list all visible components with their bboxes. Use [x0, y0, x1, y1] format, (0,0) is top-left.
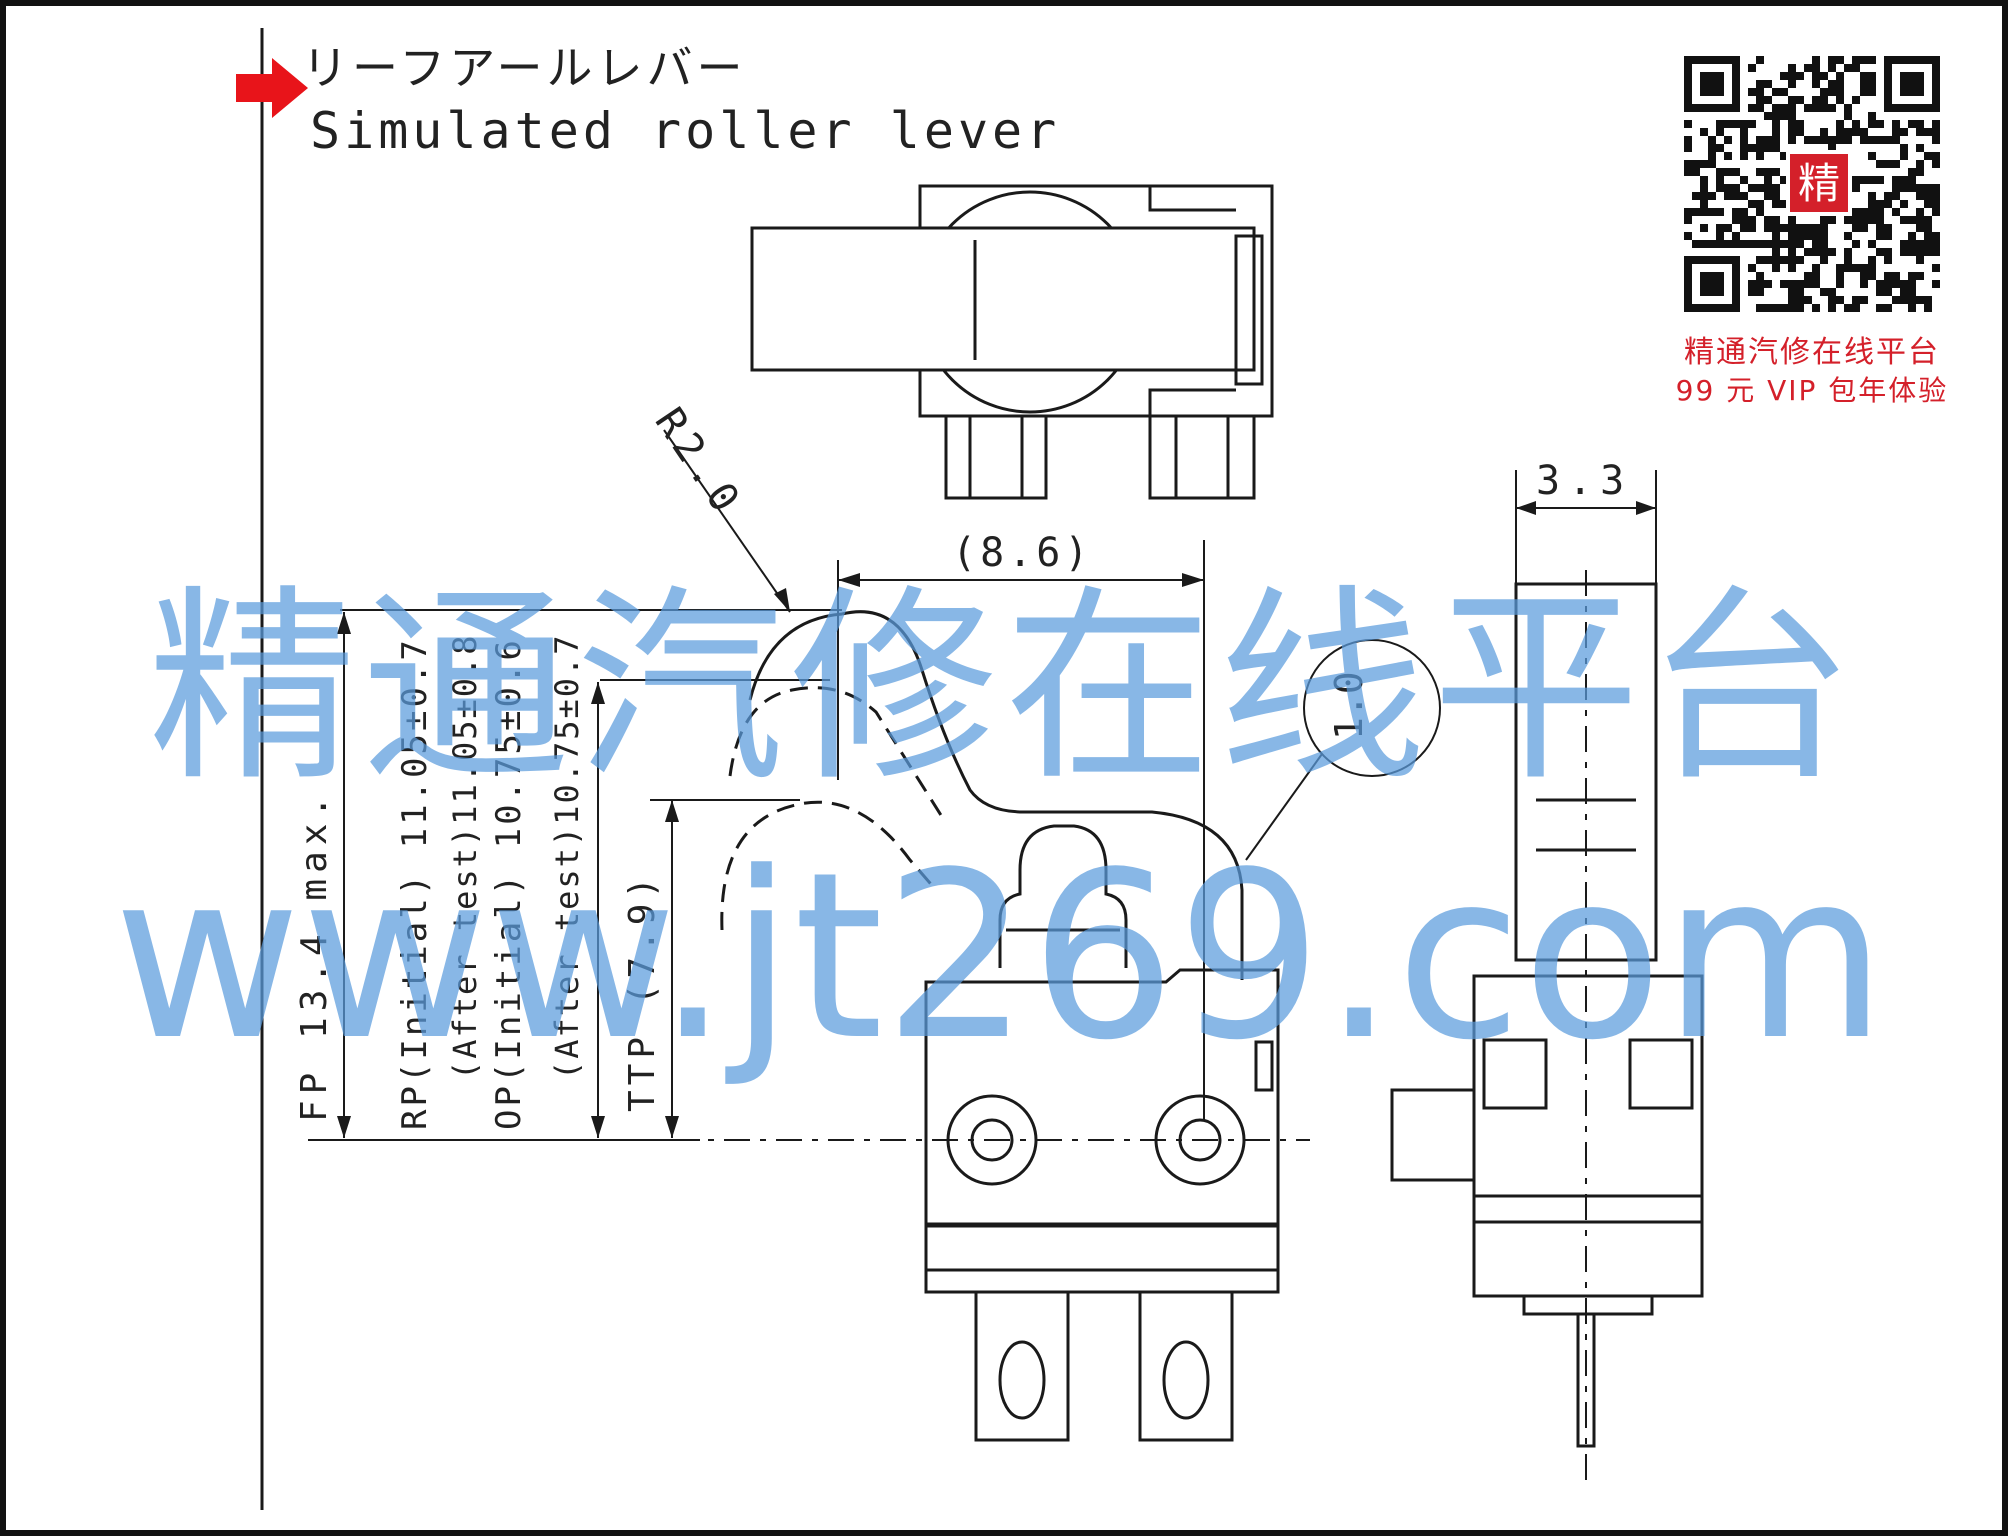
dim-rp-initial: RP(Initial) 11.05±0.7 [395, 637, 435, 1130]
lever-positions [720, 686, 946, 931]
red-arrow-icon [236, 58, 308, 118]
qr-center-glyph: 精 [1798, 159, 1840, 208]
dim-thickness: 3.3 [1536, 458, 1632, 504]
dimension-lines [320, 429, 1657, 1141]
side-view [1390, 582, 1704, 1448]
title-en: Simulated roller lever [310, 102, 1060, 160]
dim-radius: R2.0 [646, 400, 751, 525]
watermark: 精通汽修在线平台 www.jt269.com [113, 568, 1887, 1091]
top-view [750, 184, 1274, 500]
watermark-line1: 精通汽修在线平台 [148, 568, 1860, 810]
title-jp: リーフアールレバー [302, 41, 746, 95]
logo-line2: 99 元 VIP 包年体验 [1676, 374, 1949, 407]
dim-op-after: (After test)10.75±0.7 [548, 633, 586, 1080]
dim-ttp: TTP (7.9) [622, 872, 663, 1112]
dim-contact: 1.0 [1327, 671, 1371, 740]
dim-op-initial: OP(Initial) 10.75±0.6 [489, 637, 529, 1130]
logo-line1: 精通汽修在线平台 [1684, 335, 1940, 370]
dim-width: (8.6) [952, 530, 1092, 576]
dimension-arrows [337, 501, 1656, 1138]
dim-fp: FP 13.4 max. [294, 790, 335, 1122]
watermark-line2: www.jt269.com [113, 824, 1887, 1091]
dim-rp-after: (After test)11.05±0.8 [446, 633, 484, 1080]
qr-code-icon [1684, 56, 1940, 312]
logo: 精 精通汽修在线平台 99 元 VIP 包年体验 [1676, 52, 1949, 407]
